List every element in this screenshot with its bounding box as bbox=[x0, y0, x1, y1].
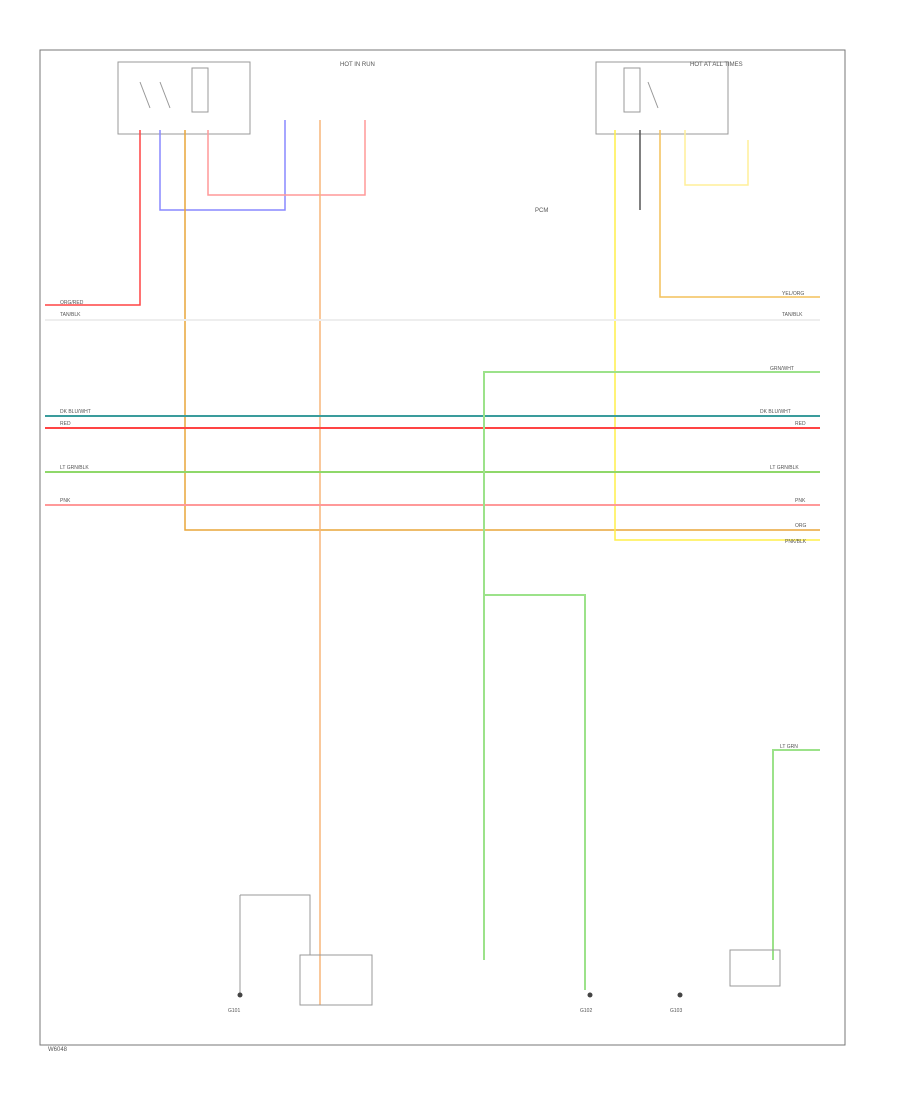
label-wire-left-red2: RED bbox=[60, 421, 71, 427]
wires-top-left bbox=[45, 120, 820, 1005]
label-wire-right-pink: PNK bbox=[795, 498, 806, 504]
center-note: PCM bbox=[535, 208, 548, 214]
label-wire-right-orange-bottom: ORG bbox=[795, 523, 807, 529]
wires-bus bbox=[45, 319, 820, 990]
label-wire-right-orange: YEL/ORG bbox=[782, 291, 804, 297]
label-wire-right-red2: RED bbox=[795, 421, 806, 427]
label-wire-left-red: ORG/RED bbox=[60, 300, 84, 306]
ground-label-3: G103 bbox=[670, 1008, 682, 1014]
ground-label-1: G101 bbox=[228, 1008, 240, 1014]
ground-label-2: G102 bbox=[580, 1008, 592, 1014]
relay-right bbox=[595, 61, 729, 135]
relay-left bbox=[117, 61, 251, 135]
bottom-code: W6048 bbox=[48, 1047, 68, 1053]
label-wire-left-pink: PNK bbox=[60, 498, 71, 504]
label-wire-right-green-lower: LT GRN bbox=[780, 744, 798, 750]
label-wire-right-pink-bottom: PNK/BLK bbox=[785, 539, 807, 545]
wires-top-right bbox=[614, 130, 820, 541]
label-wire-right-green-top: GRN/WHT bbox=[770, 366, 794, 372]
grounds bbox=[237, 992, 683, 998]
label-wire-left-green: LT GRN/BLK bbox=[60, 465, 89, 471]
diagram-border bbox=[39, 49, 846, 1046]
top-left-header: HOT IN RUN bbox=[340, 62, 375, 68]
label-wire-right-tan: TAN/BLK bbox=[782, 312, 803, 318]
label-wire-left-teal: DK BLU/WHT bbox=[60, 409, 91, 415]
component-bottom-left bbox=[239, 894, 781, 1006]
label-wire-left-tan: TAN/BLK bbox=[60, 312, 81, 318]
top-right-header: HOT AT ALL TIMES bbox=[690, 62, 743, 68]
label-wire-right-teal: DK BLU/WHT bbox=[760, 409, 791, 415]
label-wire-right-green: LT GRN/BLK bbox=[770, 465, 799, 471]
